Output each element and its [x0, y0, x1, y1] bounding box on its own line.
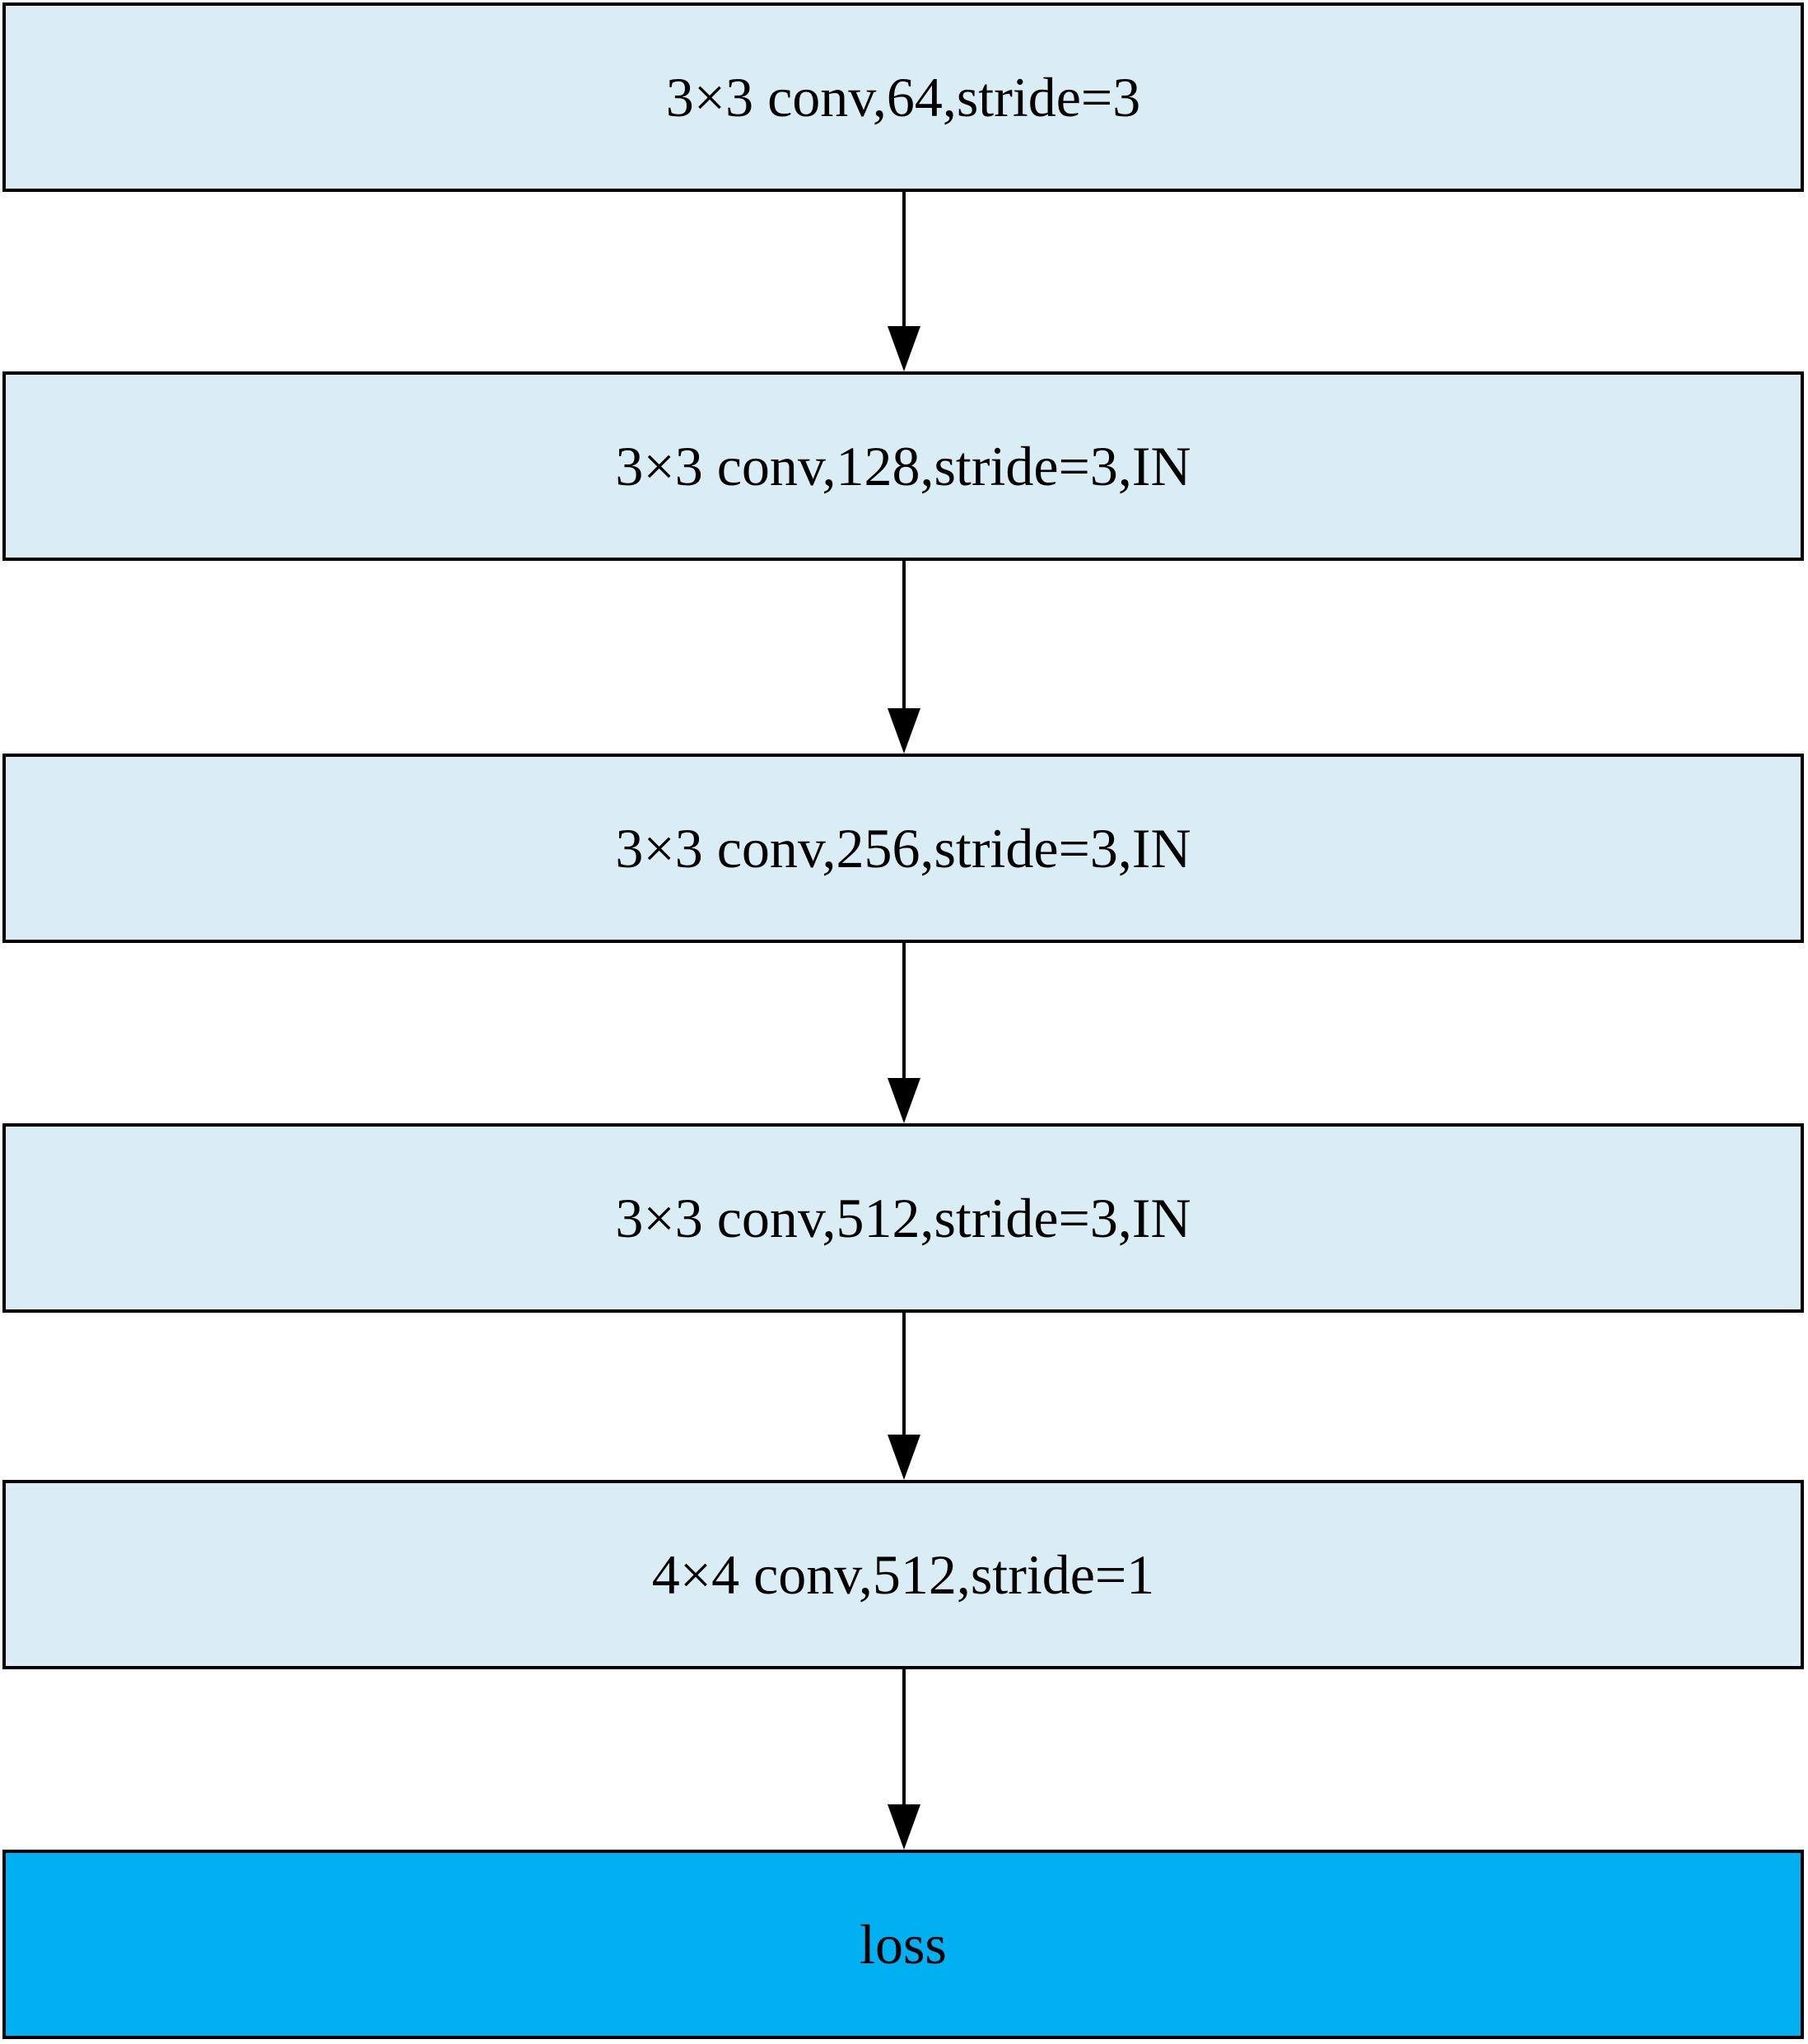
conv-block-3-label: 3×3 conv,256,stride=3,IN [615, 816, 1191, 880]
arrowhead-2-to-3 [888, 1078, 920, 1123]
conv-block-5-label: 4×4 conv,512,stride=1 [651, 1542, 1155, 1606]
loss-block-label: loss [860, 1912, 947, 1976]
conv-block-3: 3×3 conv,256,stride=3,IN [2, 754, 1804, 943]
conv-block-5: 4×4 conv,512,stride=1 [2, 1480, 1804, 1669]
arrowhead-4-to-5 [888, 1804, 920, 1850]
arrowhead-1-to-2 [888, 708, 920, 754]
loss-block: loss [2, 1850, 1804, 2039]
conv-block-4-label: 3×3 conv,512,stride=3,IN [615, 1186, 1191, 1249]
conv-block-1: 3×3 conv,64,stride=3 [2, 2, 1804, 192]
arrowhead-0-to-1 [888, 326, 920, 371]
arrowhead-3-to-4 [888, 1435, 920, 1480]
conv-block-4: 3×3 conv,512,stride=3,IN [2, 1123, 1804, 1313]
conv-block-2-label: 3×3 conv,128,stride=3,IN [615, 434, 1191, 497]
conv-block-1-label: 3×3 conv,64,stride=3 [665, 65, 1141, 128]
conv-block-2: 3×3 conv,128,stride=3,IN [2, 371, 1804, 561]
